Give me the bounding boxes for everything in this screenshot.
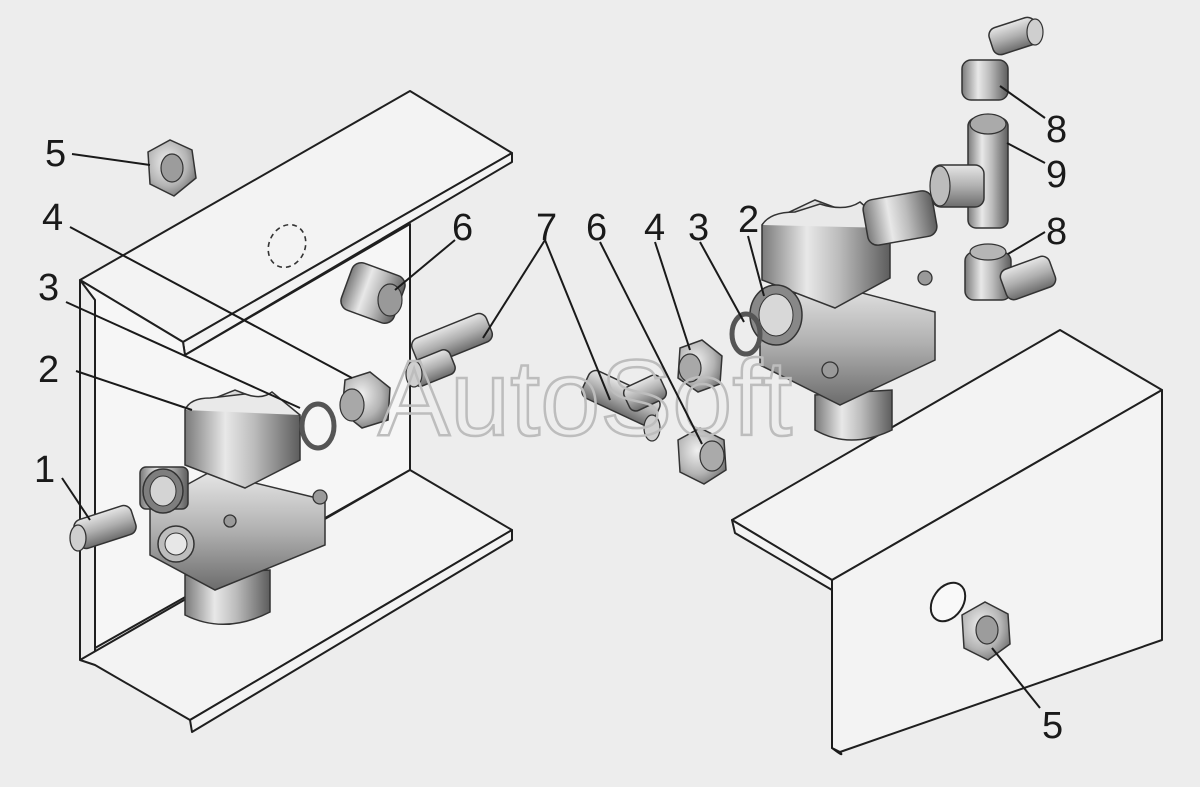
callout-8-bottom: 8 xyxy=(1046,211,1067,253)
right-mounting-bracket xyxy=(731,329,1163,756)
top-lock-nut xyxy=(147,139,197,197)
watermark-text: AutoSoft xyxy=(378,337,792,458)
right-o-ring xyxy=(729,311,763,357)
callout-3-left: 3 xyxy=(38,267,59,309)
callout-2-right: 2 xyxy=(738,199,759,241)
callout-4-left: 4 xyxy=(42,197,63,239)
leader-lines xyxy=(61,85,1046,709)
left-union-nut xyxy=(339,371,391,429)
cross-tee-fitting xyxy=(929,113,1009,229)
upper-elbow-fitting xyxy=(961,16,1044,101)
callout-6-left: 6 xyxy=(452,207,473,249)
callout-4-right: 4 xyxy=(644,207,665,249)
right-adapter xyxy=(677,427,727,485)
lower-tee-fitting xyxy=(581,369,668,442)
fitting-1 xyxy=(69,504,137,552)
right-mount-hole xyxy=(929,581,967,623)
callout-6-right: 6 xyxy=(586,207,607,249)
callout-9: 9 xyxy=(1046,154,1067,196)
callout-8-top: 8 xyxy=(1046,109,1067,151)
callout-2-left: 2 xyxy=(38,349,59,391)
left-bracket-bottom-edge xyxy=(189,529,513,733)
callout-1: 1 xyxy=(34,449,55,491)
right-valve-body xyxy=(749,190,938,441)
upper-tee-fitting xyxy=(405,312,494,388)
callout-labels: 1 2 3 4 5 6 7 6 4 3 2 8 9 8 5 xyxy=(34,109,1067,747)
callout-3-right: 3 xyxy=(688,207,709,249)
lower-elbow-fitting xyxy=(964,243,1057,301)
left-valve-body xyxy=(139,389,328,625)
right-union-nut xyxy=(677,339,723,393)
left-o-ring xyxy=(299,401,337,451)
left-hole-hidden xyxy=(267,223,307,269)
left-adapter xyxy=(340,261,406,325)
callout-7: 7 xyxy=(536,207,557,249)
callout-5-bottom: 5 xyxy=(1042,705,1063,747)
bottom-lock-nut xyxy=(961,601,1011,661)
callout-5-top: 5 xyxy=(45,133,66,175)
